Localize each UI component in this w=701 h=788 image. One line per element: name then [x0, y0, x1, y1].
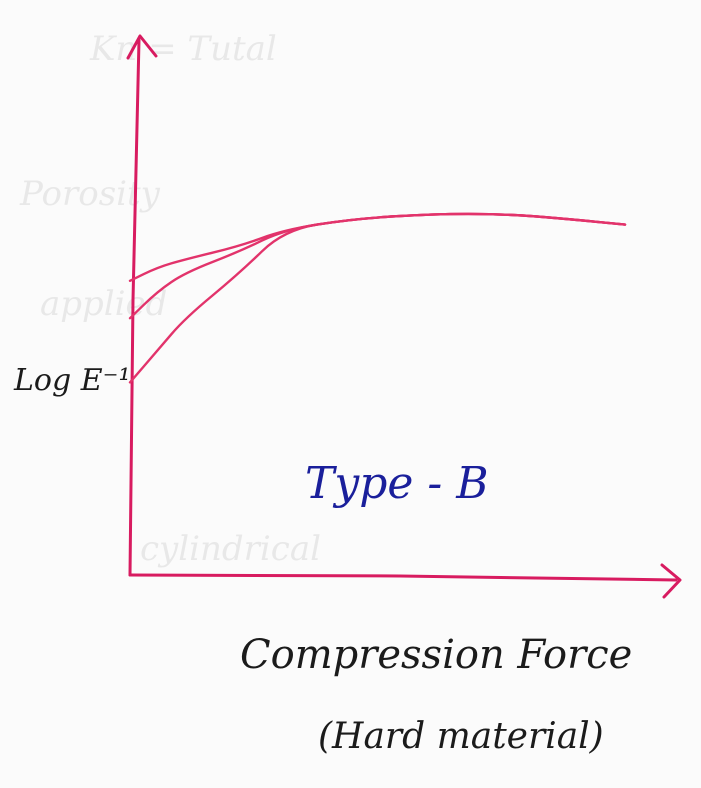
x-axis-sublabel: (Hard material) — [318, 716, 604, 757]
x-axis — [128, 573, 678, 582]
ghost-text-2: Porosity — [19, 174, 161, 214]
series-layer — [128, 212, 627, 384]
x-axis-arrowhead — [660, 563, 682, 599]
y-axis — [128, 38, 141, 577]
x-axis-label: Compression Force — [240, 632, 632, 678]
ghost-text-4: cylindrical — [140, 529, 321, 569]
y-axis-label: Log E⁻¹ — [13, 363, 130, 398]
series-line-1 — [128, 212, 627, 282]
ghost-text-1: Kn = Tutal — [89, 29, 277, 69]
y-axis-arrowhead — [126, 34, 158, 60]
ghost-text-3: applied — [40, 284, 167, 324]
chart-annotation: Type - B — [305, 458, 489, 509]
axes — [126, 34, 682, 599]
series-line-3 — [128, 212, 627, 384]
